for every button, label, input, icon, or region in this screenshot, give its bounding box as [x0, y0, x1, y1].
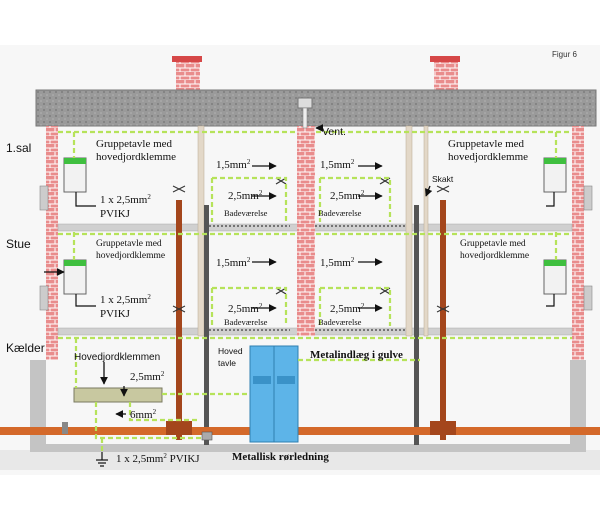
- group-panel-right-ground-line1: Gruppetavle med: [460, 239, 526, 249]
- size-25-ground-right: 2,5mm2: [330, 302, 365, 315]
- size-25-basement: 2,5mm2: [130, 370, 165, 383]
- size-15-first-left: 1,5mm2: [216, 158, 251, 171]
- main-panel-label-line2: tavle: [218, 358, 236, 368]
- group-panel-left-ground-line1: Gruppetavle med: [96, 239, 162, 249]
- ground: [0, 450, 600, 470]
- earth-cable-label: 1 x 2,5mm2 PVIKJ: [116, 452, 200, 465]
- annotation-arrows: [44, 124, 433, 418]
- floor-label-first: 1.sal: [6, 141, 31, 155]
- foundation-left: [30, 360, 46, 450]
- group-panel-right-ground-line2: hovedjordklemme: [460, 251, 529, 261]
- drain-pipe-right: [414, 205, 419, 445]
- earth-electrode: [96, 452, 108, 467]
- size-25-first-left: 2,5mm2: [228, 189, 263, 202]
- chimney-column: [297, 126, 315, 336]
- pvikj-label-ground: PVIKJ: [100, 308, 131, 320]
- vent-label: Vent.: [322, 126, 346, 138]
- valve-right-lower: [436, 305, 450, 313]
- size-6-basement: 6mm2: [130, 408, 157, 421]
- cable-label-ground: 1 x 2,5mm2: [100, 293, 151, 306]
- chimney-left: [172, 56, 202, 90]
- group-panel-left-first-line2: hovedjordklemme: [96, 151, 176, 163]
- vent-cap: [297, 97, 313, 109]
- valve-right-upper: [436, 185, 450, 193]
- main-earth-terminal: [73, 387, 163, 403]
- pipe-riser-right: [440, 200, 446, 440]
- roof: [35, 89, 597, 127]
- pvikj-label-first: PVIKJ: [100, 208, 131, 220]
- floor-label-basement: Kælder: [6, 341, 45, 355]
- main-panel-cabinet: [249, 345, 299, 443]
- metal-pipe-label: Metallisk rørledning: [232, 451, 329, 463]
- size-25-first-right: 2,5mm2: [330, 189, 365, 202]
- water-main-pipe: [0, 427, 600, 435]
- wall-right: [572, 126, 584, 360]
- pipe-fitting-right: [430, 421, 456, 435]
- valve-left-lower: [172, 305, 186, 313]
- earthing-conductors: [58, 130, 572, 452]
- chimney-right: [430, 56, 460, 90]
- window-right-lower: [583, 285, 593, 311]
- panel-leads: [75, 192, 555, 307]
- group-panel-left-first-line1: Gruppetavle med: [96, 138, 173, 150]
- cable-label-first: 1 x 2,5mm2: [100, 193, 151, 206]
- skakt-label: Skakt: [432, 174, 454, 184]
- floor-label-ground: Stue: [6, 237, 31, 251]
- floor-inlay-label: Metalindlæg i gulve: [310, 349, 403, 361]
- window-right-upper: [583, 185, 593, 211]
- group-panel-left-ground-line2: hovedjordklemme: [96, 251, 165, 261]
- group-panel-right-first-line1: Gruppetavle med: [448, 138, 525, 150]
- bathroom-ground-right: Badeværelse: [318, 317, 362, 327]
- partition-left: [197, 125, 205, 337]
- group-panel-right-first-line2: hovedjordklemme: [448, 151, 528, 163]
- size-15-ground-right: 1,5mm2: [320, 256, 355, 269]
- bathroom-ground-left: Badeværelse: [224, 317, 268, 327]
- group-panel-left-ground: [63, 259, 87, 295]
- figure-label: Figur 6: [552, 50, 577, 59]
- main-panel-label-line1: Hoved: [218, 346, 243, 356]
- partition-right: [405, 125, 413, 337]
- bathroom-first-left: Badeværelse: [224, 208, 268, 218]
- pipe-fitting-left: [166, 421, 192, 435]
- bathroom-first-right: Badeværelse: [318, 208, 362, 218]
- drain-pipe-left: [204, 205, 209, 445]
- skakt-post: [423, 125, 429, 337]
- size-25-ground-left: 2,5mm2: [228, 302, 263, 315]
- wall-left: [46, 126, 58, 360]
- group-panel-left-first: [63, 157, 87, 193]
- group-panel-right-first: [543, 157, 567, 193]
- floor-metal-inlay: [205, 225, 405, 331]
- size-15-ground-left: 1,5mm2: [216, 256, 251, 269]
- valve-left-upper: [172, 185, 186, 193]
- pipe-riser-left: [176, 200, 182, 440]
- size-15-first-right: 1,5mm2: [320, 158, 355, 171]
- basement-floor: [30, 444, 586, 452]
- window-left-lower: [39, 285, 49, 311]
- window-left-upper: [39, 185, 49, 211]
- pipe-earth-clamp: [201, 431, 213, 441]
- meter-stub: [62, 422, 68, 434]
- main-earth-clamp-label: Hovedjordklemmen: [74, 352, 160, 363]
- foundation-right: [570, 360, 586, 450]
- group-panel-right-ground: [543, 259, 567, 295]
- vent-pipe: [302, 107, 308, 129]
